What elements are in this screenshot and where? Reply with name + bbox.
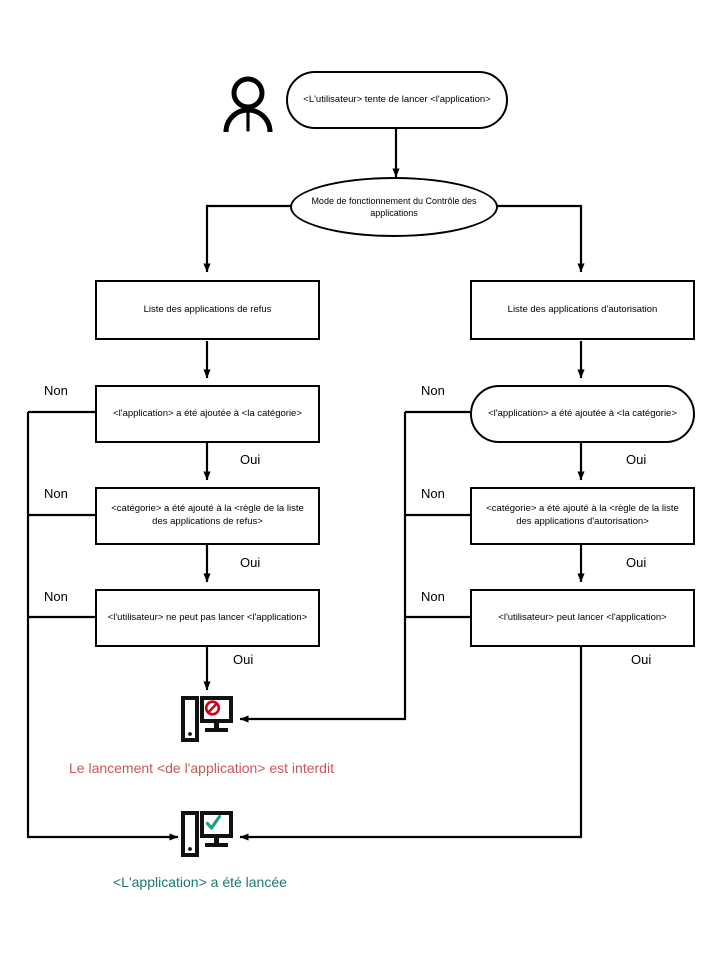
edge-label-left-non-2: Non bbox=[44, 486, 68, 501]
edge-label-right-oui-2: Oui bbox=[626, 555, 647, 570]
edge-label-left-oui-2: Oui bbox=[240, 555, 261, 570]
edge-mode-to-deny-list bbox=[203, 204, 291, 273]
node-deny-application-ajoutee-categorie[interactable]: <l'application> a été ajoutée à <la caté… bbox=[95, 385, 320, 443]
edge-label-left-oui-1: Oui bbox=[240, 452, 261, 467]
node-mode-de-fonctionnement[interactable]: Mode de fonctionnement du Contrôle des a… bbox=[290, 177, 498, 237]
edge-label-left-oui-3: Oui bbox=[233, 652, 254, 667]
edge-label-right-non-1: Non bbox=[421, 383, 445, 398]
edge-label-left-non-3: Non bbox=[44, 589, 68, 604]
node-deny-categorie-ajoutee-regle[interactable]: <catégorie> a été ajouté à la <règle de … bbox=[95, 487, 320, 545]
node-allow-categorie-ajoutee-regle[interactable]: <catégorie> a été ajouté à la <règle de … bbox=[470, 487, 695, 545]
edge-label-right-non-2: Non bbox=[421, 486, 445, 501]
edge-right-oui-rail bbox=[239, 647, 583, 841]
allowed-outcome-caption: <L'application> a été lancée bbox=[113, 874, 287, 890]
node-start[interactable]: <L'utilisateur> tente de lancer <l'appli… bbox=[286, 71, 508, 129]
edge-label-right-oui-1: Oui bbox=[626, 452, 647, 467]
edge-label-right-oui-3: Oui bbox=[631, 652, 652, 667]
edge-label-right-non-3: Non bbox=[421, 589, 445, 604]
denied-outcome-caption: Le lancement <de l'application> est inte… bbox=[69, 760, 334, 776]
computer-allowed-icon bbox=[181, 811, 233, 859]
edge-mode-to-allow-list bbox=[497, 204, 585, 273]
edge-label-left-non-1: Non bbox=[44, 383, 68, 398]
node-utilisateur-peut-lancer[interactable]: <l'utilisateur> peut lancer <l'applicati… bbox=[470, 589, 695, 647]
edge-left-non-rail bbox=[26, 412, 179, 841]
node-utilisateur-ne-peut-pas-lancer[interactable]: <l'utilisateur> ne peut pas lancer <l'ap… bbox=[95, 589, 320, 647]
utilisateur-actor-icon bbox=[219, 72, 277, 134]
node-allow-application-ajoutee-categorie[interactable]: <l'application> a été ajoutée à <la caté… bbox=[470, 385, 695, 443]
computer-denied-icon bbox=[181, 696, 233, 744]
edge-right-non-rail bbox=[239, 412, 407, 723]
node-liste-applications-refus[interactable]: Liste des applications de refus bbox=[95, 280, 320, 340]
node-liste-applications-autorisation[interactable]: Liste des applications d'autorisation bbox=[470, 280, 695, 340]
